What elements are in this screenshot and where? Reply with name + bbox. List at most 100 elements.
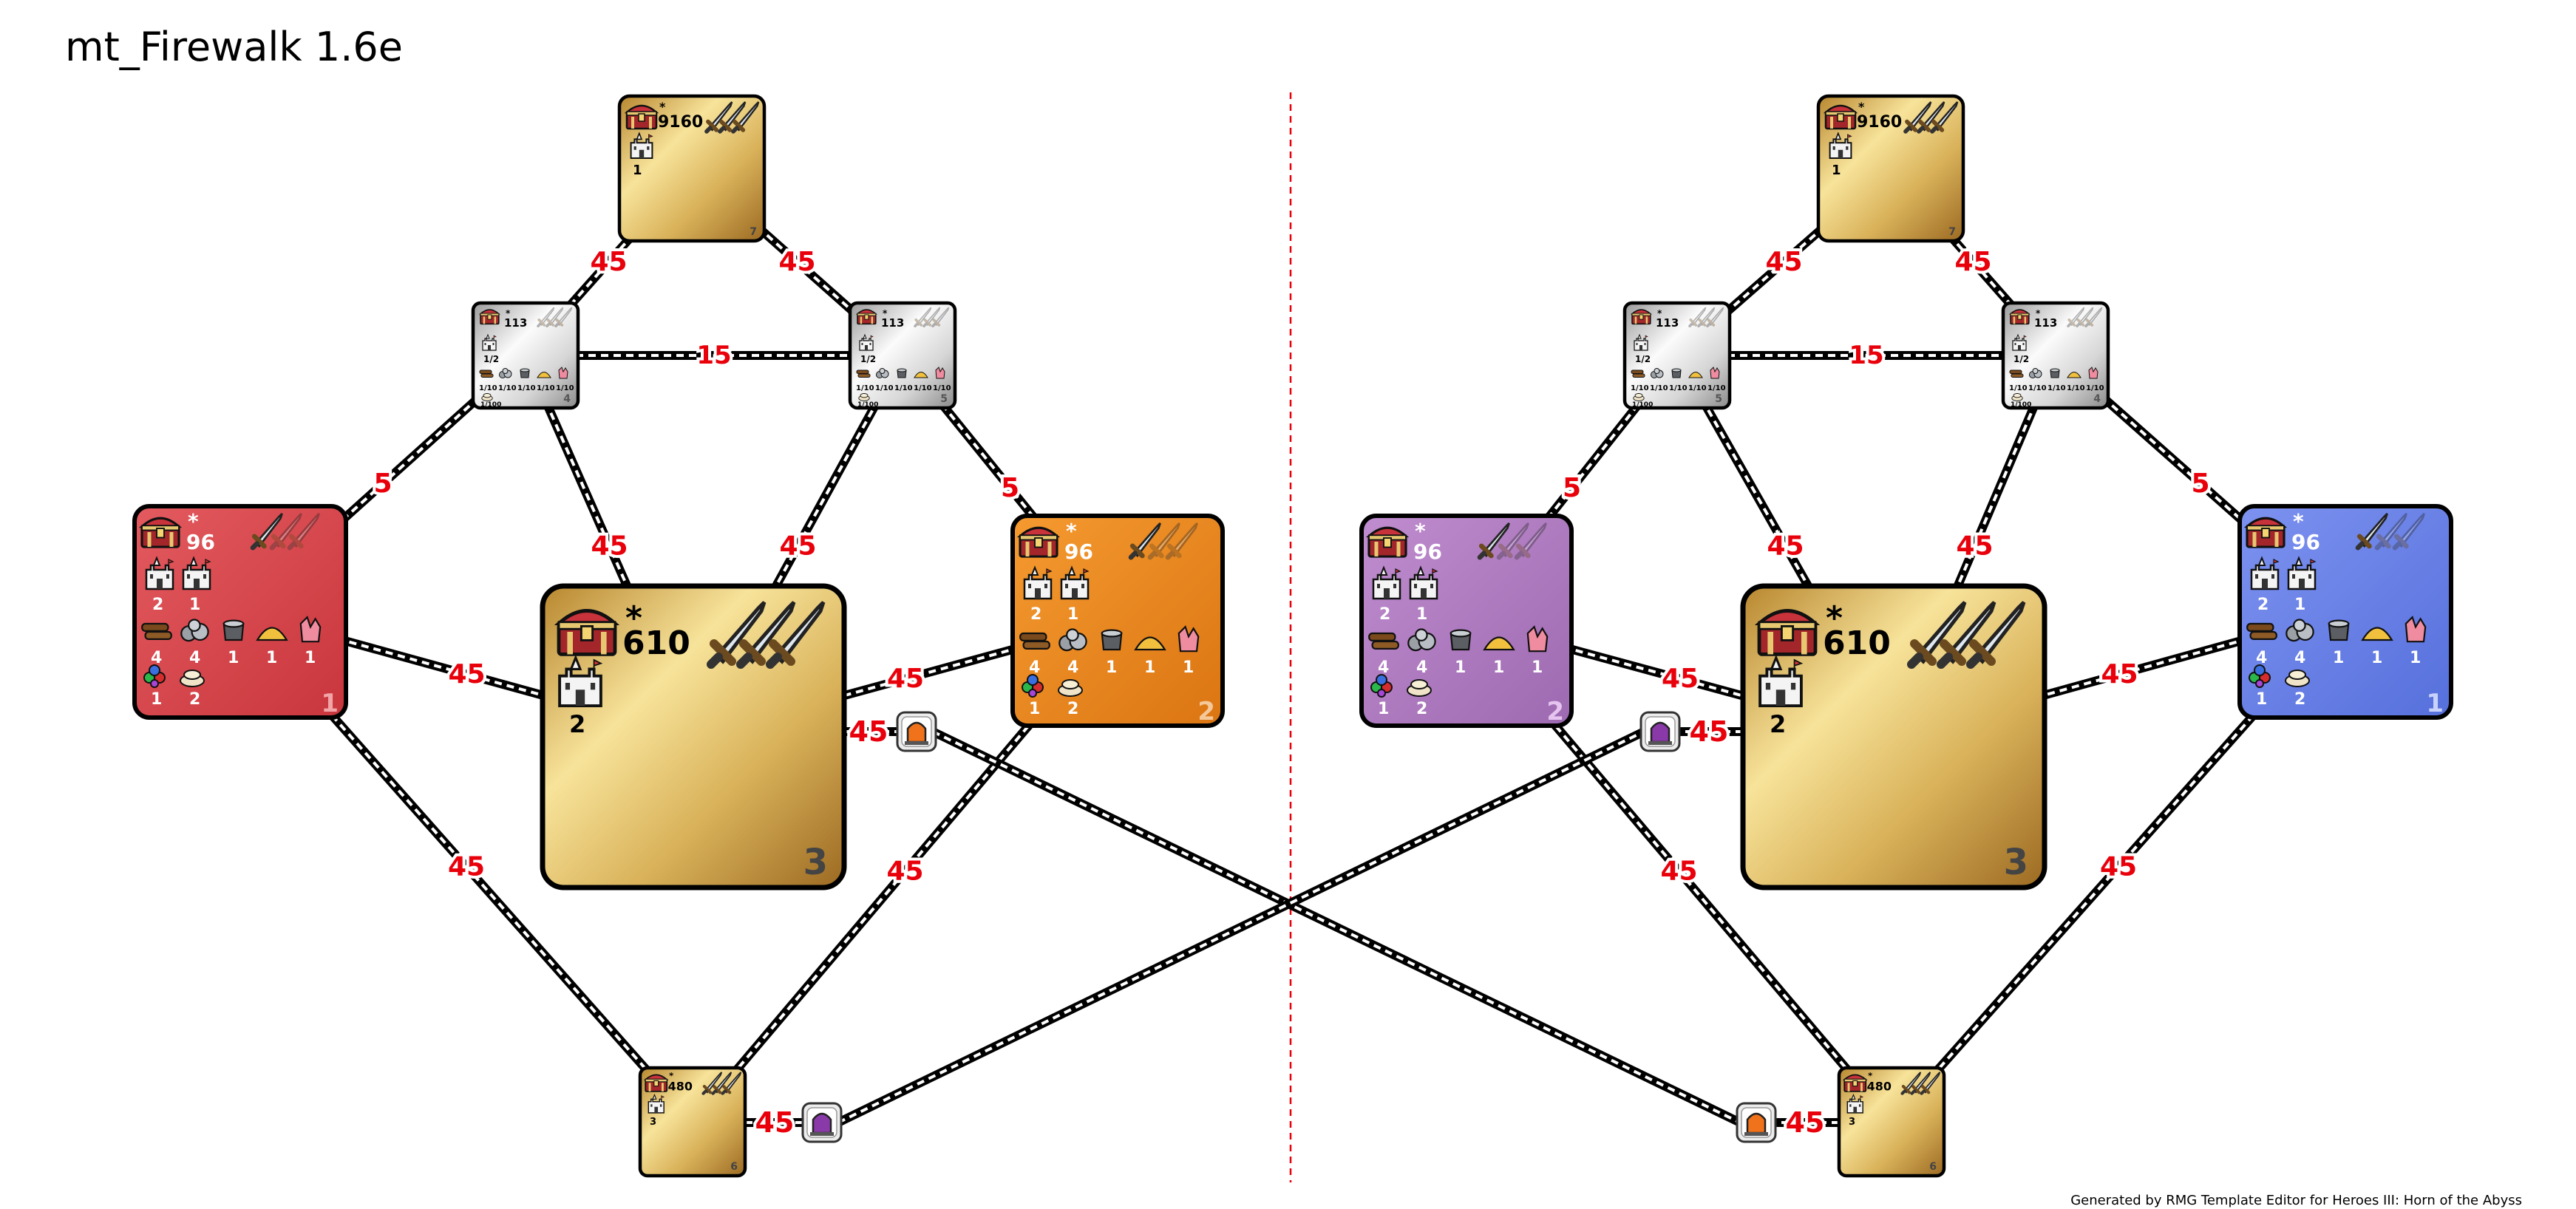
treasure-chest-icon [1754,609,1821,656]
connection-label: 15 [696,341,731,370]
resource-amount: 1 [2256,690,2267,709]
sulfur-icon [256,627,288,641]
diagram-title: mt_Firewalk 1.6e [65,24,403,70]
gems-icon [2249,664,2271,688]
sword-icon [1907,601,1967,669]
town-icon [1758,654,1804,707]
value-star: * [1415,519,1426,543]
resource-amount: 1 [2333,649,2344,667]
treasure-value: 96 [186,530,215,554]
connection-label: 5 [1001,473,1019,503]
sword-icon [1920,1072,1941,1095]
sulfur-icon [1134,636,1166,651]
sword-icon [1128,522,1161,560]
connection-label: 5 [373,469,392,499]
gold-icon [1407,679,1432,697]
sulfur-icon [1483,636,1515,651]
resource-amount: 1/10 [2028,384,2047,392]
connection-label: 45 [1956,531,1993,562]
resource-amount: 1/10 [2086,384,2104,392]
portal-link-layer [741,711,1843,1143]
treasure-chest-icon [2008,309,2030,325]
sulfur-icon [2361,627,2393,641]
treasure-chest-icon [1842,1074,1868,1092]
gold-icon [180,670,205,687]
resource-amount: 1/10 [1650,384,1668,392]
crystal-icon [1710,367,1720,379]
crystal-icon [2405,616,2427,643]
value-star: * [2293,509,2304,534]
treasure-chest-icon [554,609,620,656]
sword-icon [287,513,320,551]
treasure-chest-icon [624,104,659,130]
gold-icon [2285,670,2310,687]
town-icon [630,132,653,160]
wood-icon [141,622,172,641]
town-icon [1372,565,1401,600]
town-count: 3 [650,1117,656,1128]
resource-amount: 1 [1455,658,1466,677]
sword-icon [554,307,573,328]
sword-icon [2084,307,2103,328]
sword-icon [546,307,564,328]
treasure-value: 9160 [1857,113,1902,132]
sword-icon [711,1072,733,1095]
connection-label: 45 [590,247,627,277]
zone-number: 6 [1929,1161,1937,1173]
town-count: 1/2 [1635,354,1651,364]
treasure-value: 96 [2291,530,2320,554]
connection-label: 45 [448,659,485,689]
value-star: * [188,509,199,534]
orange-portal-icon [1736,1102,1777,1143]
resource-amount: 1 [266,649,277,667]
resource-amount: 1/10 [894,384,913,392]
sword-icon [704,101,733,134]
ore-icon [1407,628,1436,652]
zone-number: 1 [321,689,339,718]
sword-icon [731,101,760,134]
sword-icon [2392,513,2425,551]
sword-icon [269,513,302,551]
sulfur-icon [1688,372,1703,378]
portal-connection-label: 45 [1786,1106,1825,1139]
resource-amount: 1/10 [933,384,951,392]
treasure-chest-icon [1630,309,1652,325]
zone-number: 6 [730,1161,738,1173]
resource-amount: 1/10 [914,384,932,392]
mercury-icon [2050,368,2060,378]
sulfur-icon [537,372,551,378]
treasure-value: 113 [2034,316,2057,330]
town-icon [1846,1093,1864,1114]
gold-icon [1633,393,1645,401]
sword-icon [1147,522,1180,560]
orange-portal-icon [896,711,937,752]
resource-amount: 1/10 [556,384,574,392]
crystal-icon [1177,625,1200,653]
resource-amount: 4 [189,649,200,667]
town-icon [145,556,174,590]
town-count: 1 [1832,163,1841,178]
zone-number: 3 [803,842,828,883]
connection-label: 5 [2191,469,2209,499]
town-icon [859,333,874,351]
value-star: * [1066,519,1077,543]
town-icon [2287,556,2317,590]
sword-icon [1697,307,1716,328]
resource-amount: 1/10 [517,384,536,392]
treasure-value: 480 [668,1079,693,1093]
value-star: * [1868,1070,1872,1080]
